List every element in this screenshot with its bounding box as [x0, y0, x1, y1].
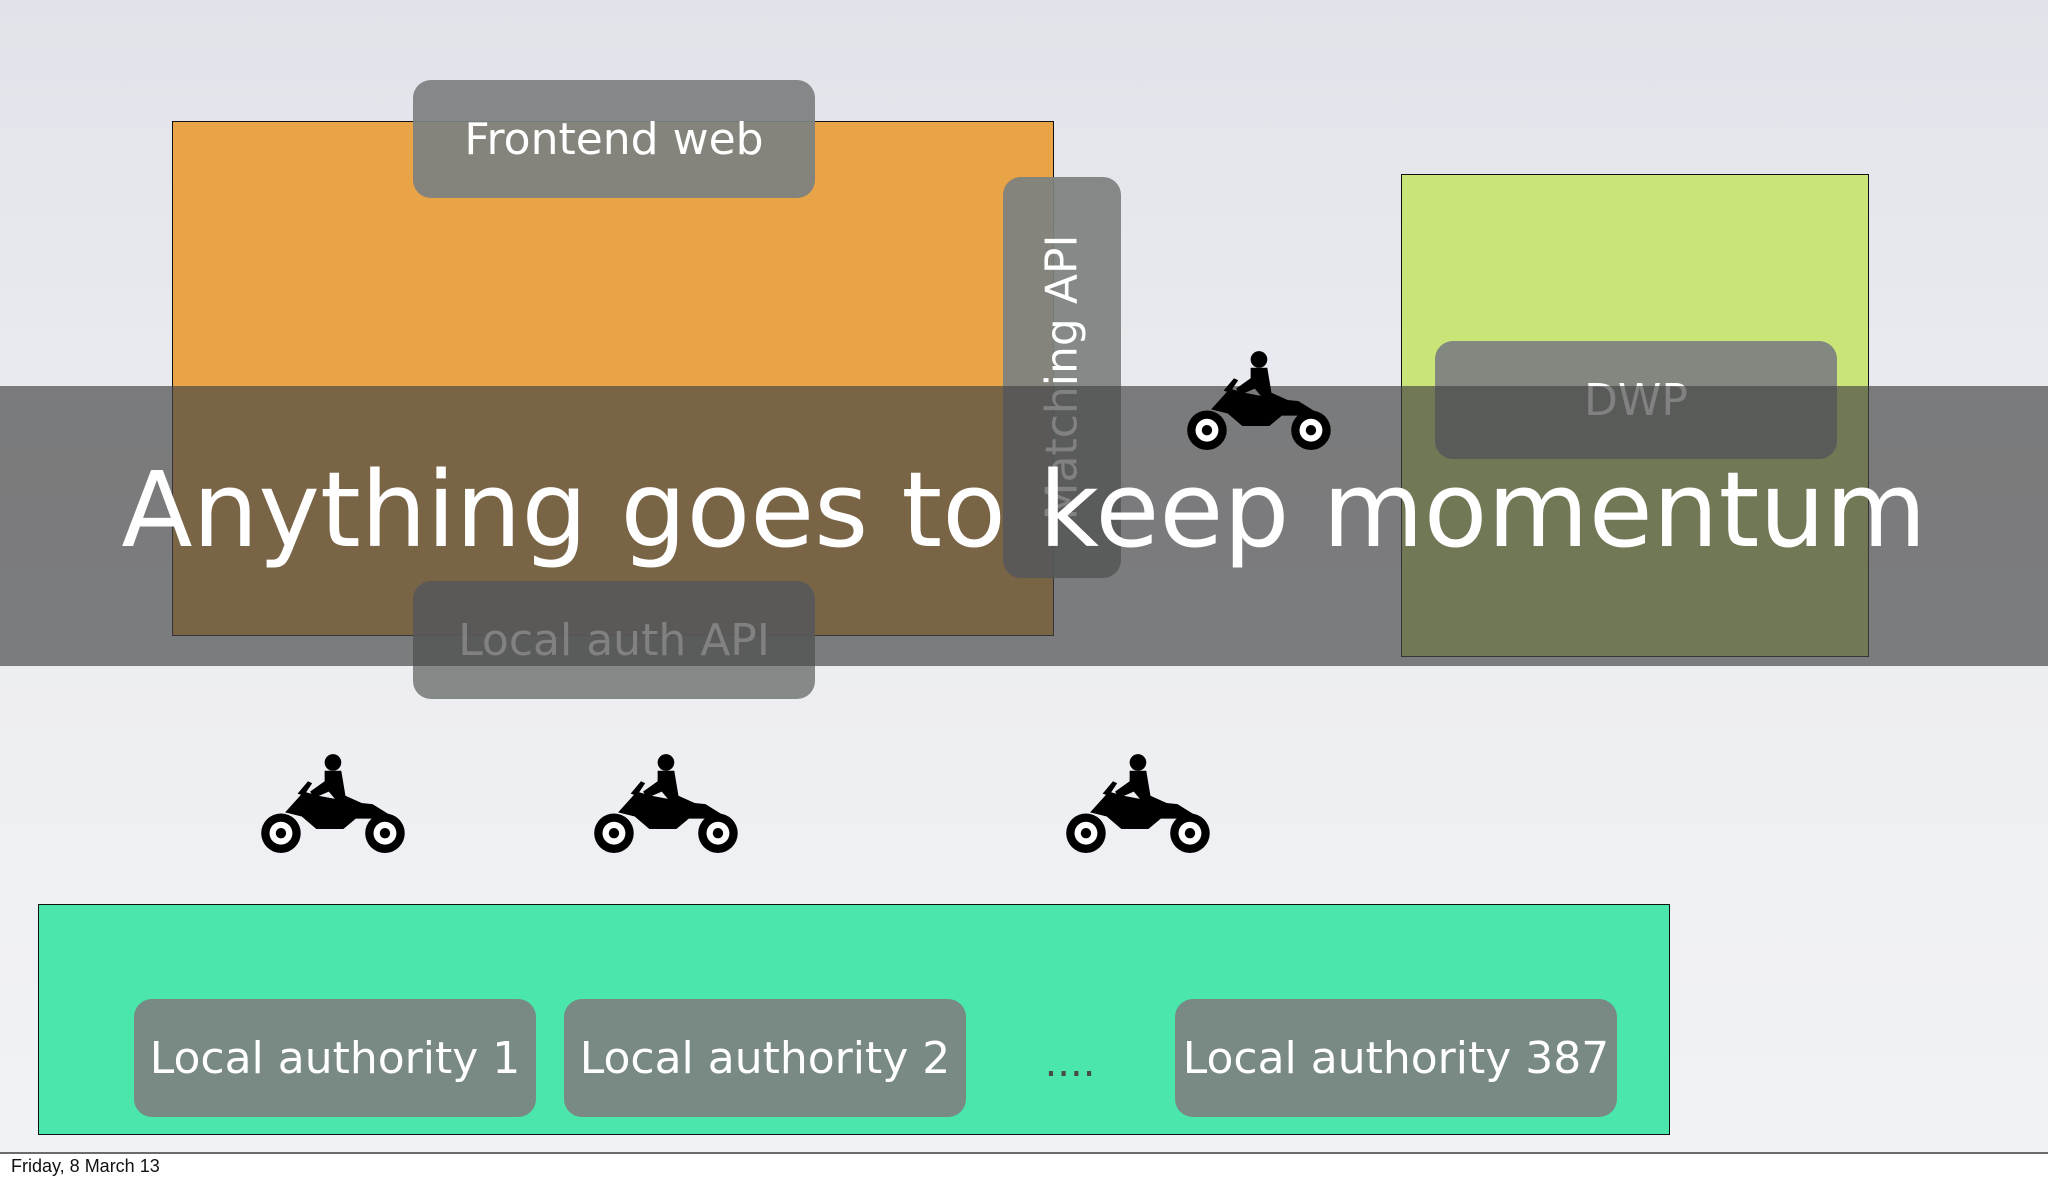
local-authority-1-node: Local authority 1: [134, 999, 536, 1117]
motorcycle-icon: [1182, 347, 1338, 451]
headline-text: Anything goes to keep momentum: [121, 449, 1927, 571]
frontend-web-node: Frontend web: [413, 80, 815, 198]
headline-overlay-band: [0, 386, 2048, 666]
motorcycle-icon: [256, 750, 412, 854]
footer-date: Friday, 8 March 13: [11, 1156, 160, 1176]
motorcycle-icon: [1061, 750, 1217, 854]
local-authority-387-node: Local authority 387: [1175, 999, 1617, 1117]
slide: Frontend web Local auth API DWP Matching…: [0, 0, 2048, 1152]
slide-divider: [0, 1152, 2048, 1154]
motorcycle-icon: [589, 750, 745, 854]
ellipsis-label: ....: [1044, 1040, 1096, 1086]
local-authority-2-node: Local authority 2: [564, 999, 966, 1117]
